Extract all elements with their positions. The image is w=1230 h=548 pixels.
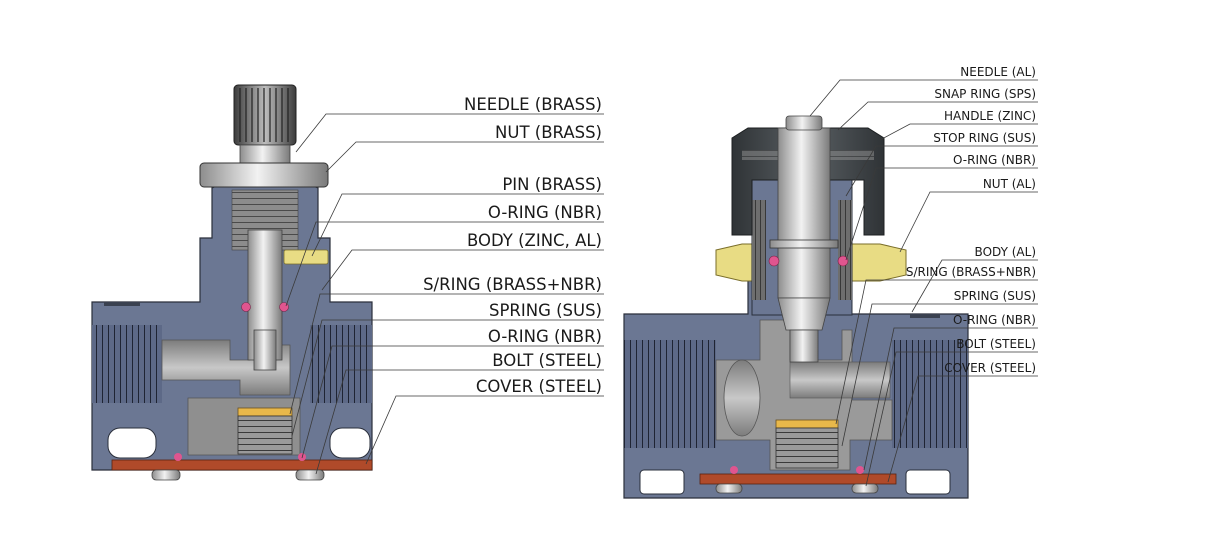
left-leader-line (291, 319, 604, 437)
right-callout-label: BODY (AL) (975, 245, 1036, 259)
right-leader-line (899, 191, 1038, 253)
left-leader-line (295, 113, 604, 153)
right-oring-cover-2 (856, 466, 864, 474)
right-callout-label: S/RING (BRASS+NBR) (906, 265, 1036, 279)
right-leader-line (845, 145, 1038, 197)
left-leader-line (321, 249, 604, 291)
left-valve (91, 84, 373, 481)
right-right-port-threads (892, 340, 968, 448)
left-cover (111, 459, 373, 471)
right-neck-threads (752, 200, 766, 300)
right-callout-label: BOLT (STEEL) (956, 337, 1036, 351)
right-leader-line (835, 279, 1038, 425)
right-callout-label: SPRING (SUS) (954, 289, 1036, 303)
right-lug-1 (639, 469, 685, 495)
right-callout-label: O-RING (NBR) (953, 313, 1036, 327)
left-callout-label: S/RING (BRASS+NBR) (423, 275, 602, 294)
right-callout-label: COVER (STEEL) (944, 361, 1036, 375)
left-leader-line (289, 293, 604, 415)
right-callout-label: SNAP RING (SPS) (934, 87, 1036, 101)
right-callout-label: O-RING (NBR) (953, 153, 1036, 167)
right-bolt-1 (715, 483, 743, 494)
left-callout-label: NEEDLE (BRASS) (464, 95, 602, 114)
left-lock-nut (199, 162, 329, 188)
left-leader-line (365, 395, 604, 465)
left-leader-line (301, 345, 604, 459)
left-bolt-1 (151, 469, 181, 481)
right-needle-top (785, 115, 823, 131)
right-bolt-2 (851, 483, 879, 494)
right-cover (699, 473, 897, 485)
right-callout-label: NUT (AL) (983, 177, 1036, 191)
right-oring-stem-2 (837, 255, 849, 267)
left-pin (283, 249, 329, 265)
right-neck-threads-2 (838, 200, 852, 300)
right-spring (775, 427, 839, 469)
right-needle-tip (789, 329, 819, 363)
left-callout-label: O-RING (NBR) (488, 327, 602, 346)
left-lug-1 (107, 427, 157, 459)
right-lug-2 (905, 469, 951, 495)
left-callout-label: BOLT (STEEL) (492, 351, 602, 370)
left-needle-tip (253, 329, 277, 371)
right-srings-seat (775, 419, 839, 429)
left-body-marking (104, 302, 140, 306)
right-leader-line (865, 351, 1038, 487)
right-stop-ring (769, 239, 839, 249)
left-callout-label: NUT (BRASS) (495, 123, 602, 142)
right-leader-line (837, 101, 1038, 131)
left-leader-line (285, 221, 604, 307)
left-oring-cover-1 (174, 453, 182, 461)
left-oring-stem-1 (241, 302, 251, 312)
right-leader-line (845, 167, 1038, 261)
left-port-threads (92, 325, 162, 403)
left-leader-line (325, 141, 604, 173)
right-flow-bore (723, 359, 761, 437)
left-callouts: NEEDLE (BRASS) NUT (BRASS) PIN (BRASS) O-RI… (285, 95, 604, 475)
knob-knurl-lines (239, 88, 289, 142)
right-leader-line (911, 259, 1038, 313)
right-oring-cover-1 (730, 466, 738, 474)
right-callout-label: STOP RING (SUS) (933, 131, 1036, 145)
right-leader-line (879, 123, 1038, 141)
right-callouts: NEEDLE (AL) SNAP RING (SPS) HANDLE (ZINC) S… (809, 65, 1038, 487)
left-callout-label: COVER (STEEL) (476, 377, 602, 396)
right-valve (623, 115, 969, 499)
left-leader-line (315, 369, 604, 475)
right-leader-line (887, 375, 1038, 483)
right-left-port-threads (624, 340, 716, 448)
left-callout-label: SPRING (SUS) (489, 301, 602, 320)
left-knurled-knob (233, 84, 297, 146)
left-lug-2 (329, 427, 371, 459)
left-callout-label: PIN (BRASS) (502, 175, 602, 194)
right-port-threads (310, 325, 372, 403)
right-body-marking (910, 314, 940, 318)
left-srings-seat (237, 407, 293, 417)
left-needle-neck (239, 144, 291, 164)
right-needle-cone (777, 297, 831, 331)
left-callout-label: O-RING (NBR) (488, 203, 602, 222)
right-callout-label: NEEDLE (AL) (960, 65, 1036, 79)
right-callout-label: HANDLE (ZINC) (944, 109, 1036, 123)
left-leader-line (311, 193, 604, 257)
right-needle-stem (777, 127, 831, 299)
right-flow-channel (789, 361, 891, 399)
left-bolt-2 (295, 469, 325, 481)
left-callout-label: BODY (ZINC, AL) (467, 231, 602, 250)
right-leader-line (809, 79, 1038, 117)
right-oring-stem-1 (768, 255, 780, 267)
right-leader-line (841, 303, 1038, 447)
right-leader-line (863, 327, 1038, 471)
left-spring (237, 415, 293, 455)
